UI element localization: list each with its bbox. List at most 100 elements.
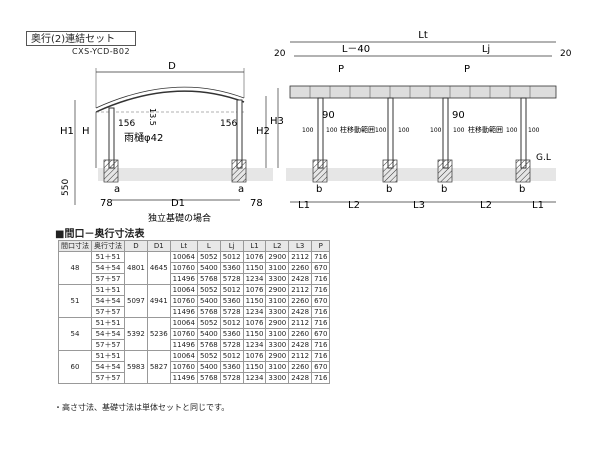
dim-D1: D1 [171,198,185,209]
cell-L: 5052 [196,317,221,329]
cell-L1: 1150 [242,361,267,373]
cell-P: 716 [311,317,331,329]
col-L: L [196,240,221,252]
cell-Lj: 5360 [219,262,244,274]
dim-H3: H3 [270,116,284,127]
cell-L3: 2428 [288,372,313,384]
dim-P-left: P [338,64,344,75]
n100-1: 100 [302,127,314,134]
cell-depth: 51＋51 [91,317,125,329]
dim-Lj: Lj [482,44,490,55]
cell-L1: 1234 [242,306,267,318]
col-D1: D1 [146,240,171,252]
cell-L: 5052 [196,350,221,362]
dim-90-left: 90 [322,110,335,121]
cell-L: 5768 [196,372,221,384]
cell-Lj: 5012 [219,317,244,329]
cell-Lj: 5360 [219,295,244,307]
cell-L3: 2112 [288,251,313,263]
cell-D1: 5236 [146,317,171,351]
col-L2: L2 [265,240,290,252]
cell-L2: 3300 [265,339,290,351]
cell-Lt: 10760 [169,262,198,274]
cell-width: 51 [58,284,92,318]
cell-L2: 2900 [265,284,290,296]
cell-depth: 57＋57 [91,339,125,351]
side-elevation-diagram: D H1 H 550 13.5 156 156 雨樋φ42 H2 H3 78 a… [60,30,572,224]
dim-H: H [82,126,90,137]
cell-L3: 2428 [288,273,313,285]
col-Lj: Lj [219,240,244,252]
n100-4: 100 [398,127,410,134]
n100-7: 100 [506,127,518,134]
cell-L1: 1076 [242,284,267,296]
product-code: CXS-YCD-B02 [72,47,131,56]
cell-L1: 1150 [242,295,267,307]
cell-D1: 4941 [146,284,171,318]
cell-Lt: 11496 [169,306,198,318]
cell-Lt: 10760 [169,328,198,340]
dim-L-40: L－40 [342,44,370,55]
cell-L3: 2260 [288,295,313,307]
dim-L2-left: L2 [348,200,360,211]
dim-L2-right: L2 [480,200,492,211]
cell-width: 60 [58,350,92,384]
dim-156-left: 156 [118,119,135,129]
n100-3: 100 [375,127,387,134]
cell-L1: 1076 [242,317,267,329]
cell-L3: 2428 [288,339,313,351]
dim-550: 550 [61,179,71,196]
col-P: P [311,240,331,252]
cell-depth: 57＋57 [91,273,125,285]
dim-L1-left: L1 [298,200,310,211]
cell-L3: 2112 [288,350,313,362]
dim-b-1: b [316,184,322,195]
cell-depth: 51＋51 [91,251,125,263]
cell-P: 670 [311,262,331,274]
dim-H2: H2 [256,126,270,137]
cell-L2: 3300 [265,306,290,318]
dim-20-left: 20 [274,49,286,59]
cell-Lj: 5728 [219,372,244,384]
cell-Lt: 10064 [169,317,198,329]
cell-depth: 51＋51 [91,284,125,296]
dim-L3: L3 [413,200,425,211]
dim-78-right: 78 [250,198,263,209]
cell-Lj: 5360 [219,361,244,373]
dim-78-left: 78 [100,198,113,209]
cell-L2: 2900 [265,317,290,329]
cell-L: 5400 [196,361,221,373]
cell-P: 670 [311,295,331,307]
cell-Lj: 5728 [219,306,244,318]
cell-L2: 2900 [265,350,290,362]
cell-depth: 51＋51 [91,350,125,362]
n100-2: 100 [326,127,338,134]
dim-90-right: 90 [452,110,465,121]
dim-b-4: b [519,184,525,195]
dim-a-left: a [114,184,120,195]
col-Lt: Lt [169,240,198,252]
cell-L: 5768 [196,339,221,351]
cell-Lt: 10064 [169,284,198,296]
dim-a-right: a [238,184,244,195]
col-width: 間口寸法 [58,240,92,252]
cell-depth: 57＋57 [91,306,125,318]
cell-Lt: 11496 [169,339,198,351]
n100-5: 100 [430,127,442,134]
cell-L3: 2112 [288,317,313,329]
cell-L: 5400 [196,328,221,340]
cell-L1: 1234 [242,372,267,384]
cell-L1: 1234 [242,339,267,351]
dim-P-right: P [464,64,470,75]
cell-D: 4801 [124,251,148,285]
